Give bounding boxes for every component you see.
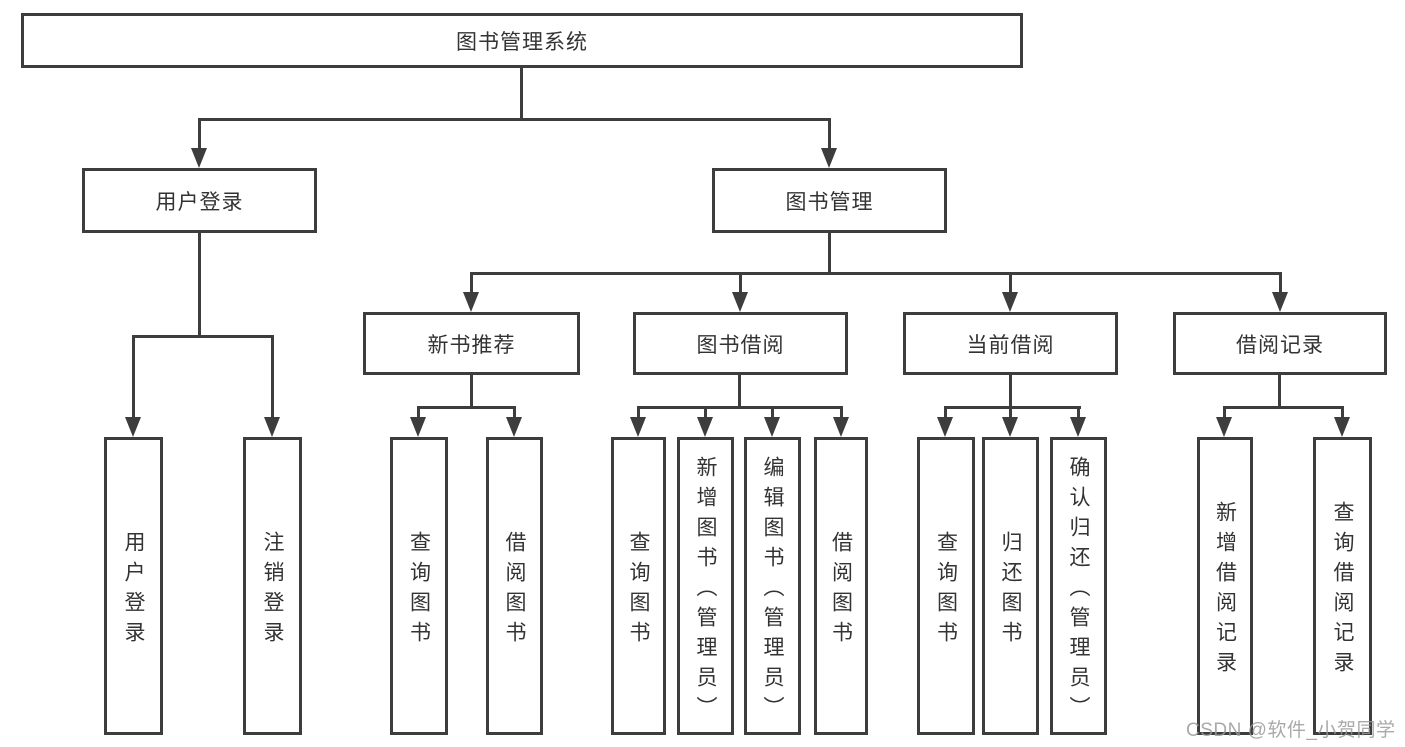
arrow-down-icon: [1216, 417, 1232, 437]
arrow-down-icon: [506, 417, 522, 437]
leaf-recommend-borrow-books: 借阅图书: [486, 437, 543, 735]
node-root: 图书管理系统: [21, 13, 1023, 68]
connector-line: [1009, 272, 1012, 294]
arrow-down-icon: [410, 417, 426, 437]
leaf-confirm-return-admin: 确认归还（管理员）: [1050, 437, 1107, 735]
arrow-down-icon: [630, 417, 646, 437]
arrow-down-icon: [1070, 417, 1086, 437]
connector-line: [418, 406, 516, 409]
arrow-down-icon: [1002, 417, 1018, 437]
arrow-down-icon: [732, 292, 748, 312]
arrow-down-icon: [937, 417, 953, 437]
leaf-borrow-books: 借阅图书: [814, 437, 868, 735]
arrow-down-icon: [463, 292, 479, 312]
connector-line: [828, 118, 831, 150]
leaf-user-login: 用户登录: [104, 437, 163, 735]
connector-line: [470, 375, 473, 409]
connector-line: [470, 272, 473, 294]
arrow-down-icon: [1002, 292, 1018, 312]
leaf-borrow-query-books: 查询图书: [611, 437, 666, 735]
leaf-current-query-books: 查询图书: [917, 437, 975, 735]
connector-line: [198, 118, 201, 150]
leaf-query-borrow-record: 查询借阅记录: [1313, 437, 1372, 735]
leaf-add-books-admin: 新增图书（管理员）: [677, 437, 734, 735]
connector-line: [1341, 406, 1344, 419]
arrow-down-icon: [821, 148, 837, 168]
node-borrow-records: 借阅记录: [1173, 312, 1387, 375]
arrow-down-icon: [191, 148, 207, 168]
node-user-login: 用户登录: [82, 168, 317, 233]
node-new-book-recommend: 新书推荐: [363, 312, 580, 375]
connector-line: [1009, 406, 1012, 419]
connector-line: [133, 335, 274, 338]
connector-line: [637, 406, 640, 419]
connector-line: [520, 68, 523, 121]
connector-line: [944, 406, 947, 419]
node-book-borrow: 图书借阅: [633, 312, 848, 375]
connector-line: [1077, 406, 1080, 419]
arrow-down-icon: [1272, 292, 1288, 312]
connector-line: [1009, 375, 1012, 409]
connector-line: [198, 233, 201, 338]
connector-line: [132, 335, 135, 419]
connector-line: [470, 272, 1282, 275]
connector-line: [840, 406, 843, 419]
arrow-down-icon: [264, 417, 280, 437]
connector-line: [739, 272, 742, 294]
connector-line: [704, 406, 707, 419]
arrow-down-icon: [1334, 417, 1350, 437]
arrow-down-icon: [764, 417, 780, 437]
connector-line: [1223, 406, 1226, 419]
node-current-borrow: 当前借阅: [903, 312, 1118, 375]
connector-line: [271, 335, 274, 419]
leaf-edit-books-admin: 编辑图书（管理员）: [744, 437, 801, 735]
csdn-watermark: CSDN @软件_小贺同学: [1186, 720, 1396, 741]
arrow-down-icon: [125, 417, 141, 437]
leaf-logout: 注销登录: [243, 437, 302, 735]
connector-line: [738, 375, 741, 409]
node-book-management: 图书管理: [712, 168, 947, 233]
connector-line: [828, 233, 831, 275]
connector-line: [198, 118, 831, 121]
connector-line: [945, 406, 1081, 409]
leaf-return-books: 归还图书: [982, 437, 1039, 735]
arrow-down-icon: [833, 417, 849, 437]
connector-line: [513, 406, 516, 419]
leaf-recommend-query-books: 查询图书: [390, 437, 448, 735]
arrow-down-icon: [697, 417, 713, 437]
connector-line: [637, 406, 843, 409]
connector-line: [771, 406, 774, 419]
connector-line: [1224, 406, 1344, 409]
connector-line: [1279, 272, 1282, 294]
connector-line: [417, 406, 420, 419]
connector-line: [1278, 375, 1281, 409]
leaf-add-borrow-record: 新增借阅记录: [1197, 437, 1253, 735]
